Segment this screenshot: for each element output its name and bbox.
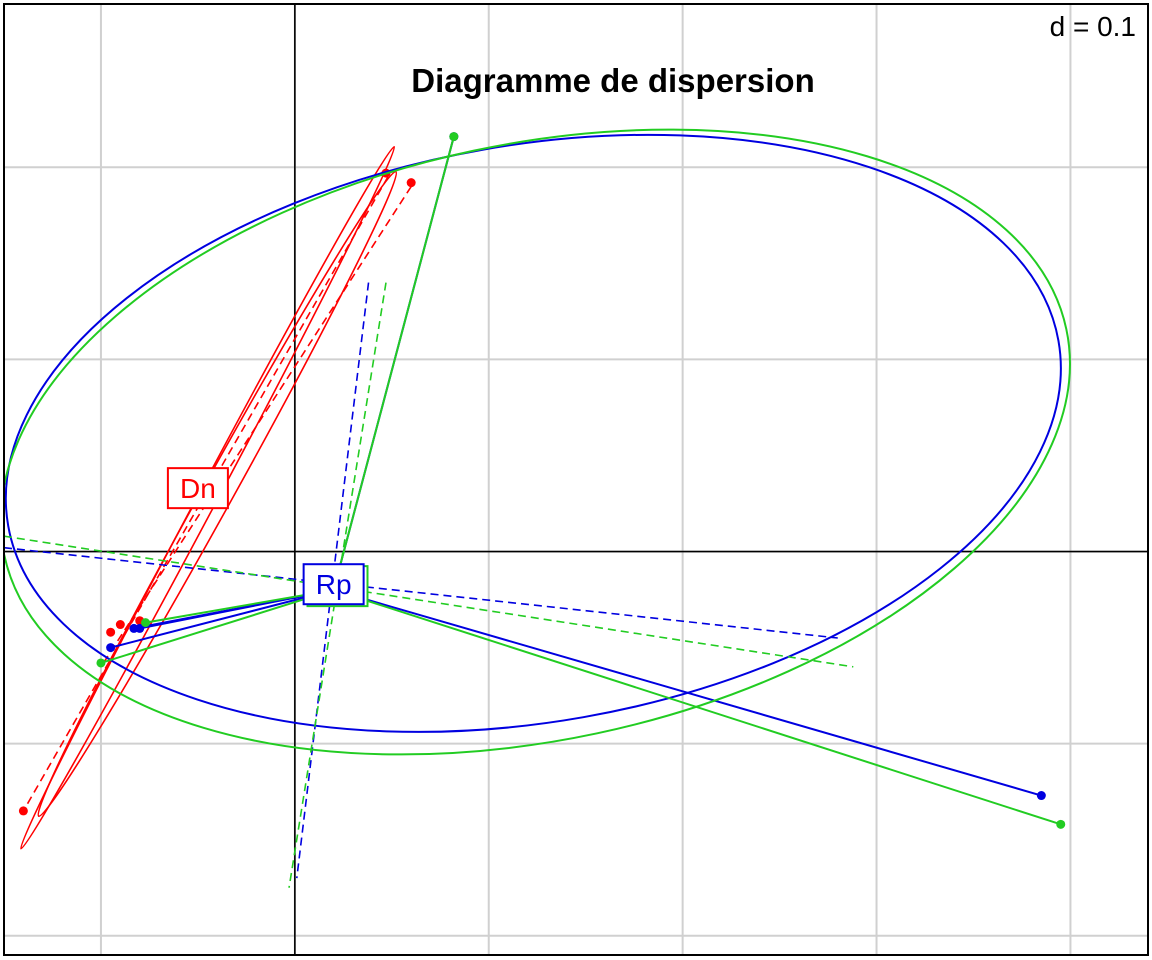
label-box-Dn: [166, 467, 229, 510]
data-point: [135, 623, 145, 633]
star-line: [333, 589, 1042, 797]
data-point: [115, 620, 125, 630]
ellipse-axis-line: [4, 535, 854, 668]
scale-label: d = 0.1: [1050, 11, 1136, 42]
data-point: [141, 618, 151, 628]
data-point: [449, 132, 459, 142]
ellipse-axis-line: [100, 186, 412, 668]
data-point: [106, 643, 116, 653]
data-point: [1036, 791, 1046, 801]
chart-title: Diagramme de dispersion: [411, 62, 814, 99]
data-point: [106, 627, 116, 637]
star-line: [332, 136, 455, 591]
star-line: [333, 589, 1062, 826]
ellipse-axis-line: [4, 546, 838, 639]
star-line: [145, 588, 334, 624]
data-point: [18, 806, 28, 816]
plot-frame: [3, 3, 1149, 956]
label-text-Dn: Dn: [180, 473, 216, 504]
data-point: [406, 178, 416, 188]
origin-axes: [4, 4, 1148, 955]
label-box-Rp: [302, 563, 365, 606]
data-point: [96, 658, 106, 668]
label-text-Rp: Rp: [316, 569, 352, 600]
data-point: [1056, 819, 1066, 829]
star-line: [100, 589, 334, 664]
star-line: [110, 589, 334, 649]
